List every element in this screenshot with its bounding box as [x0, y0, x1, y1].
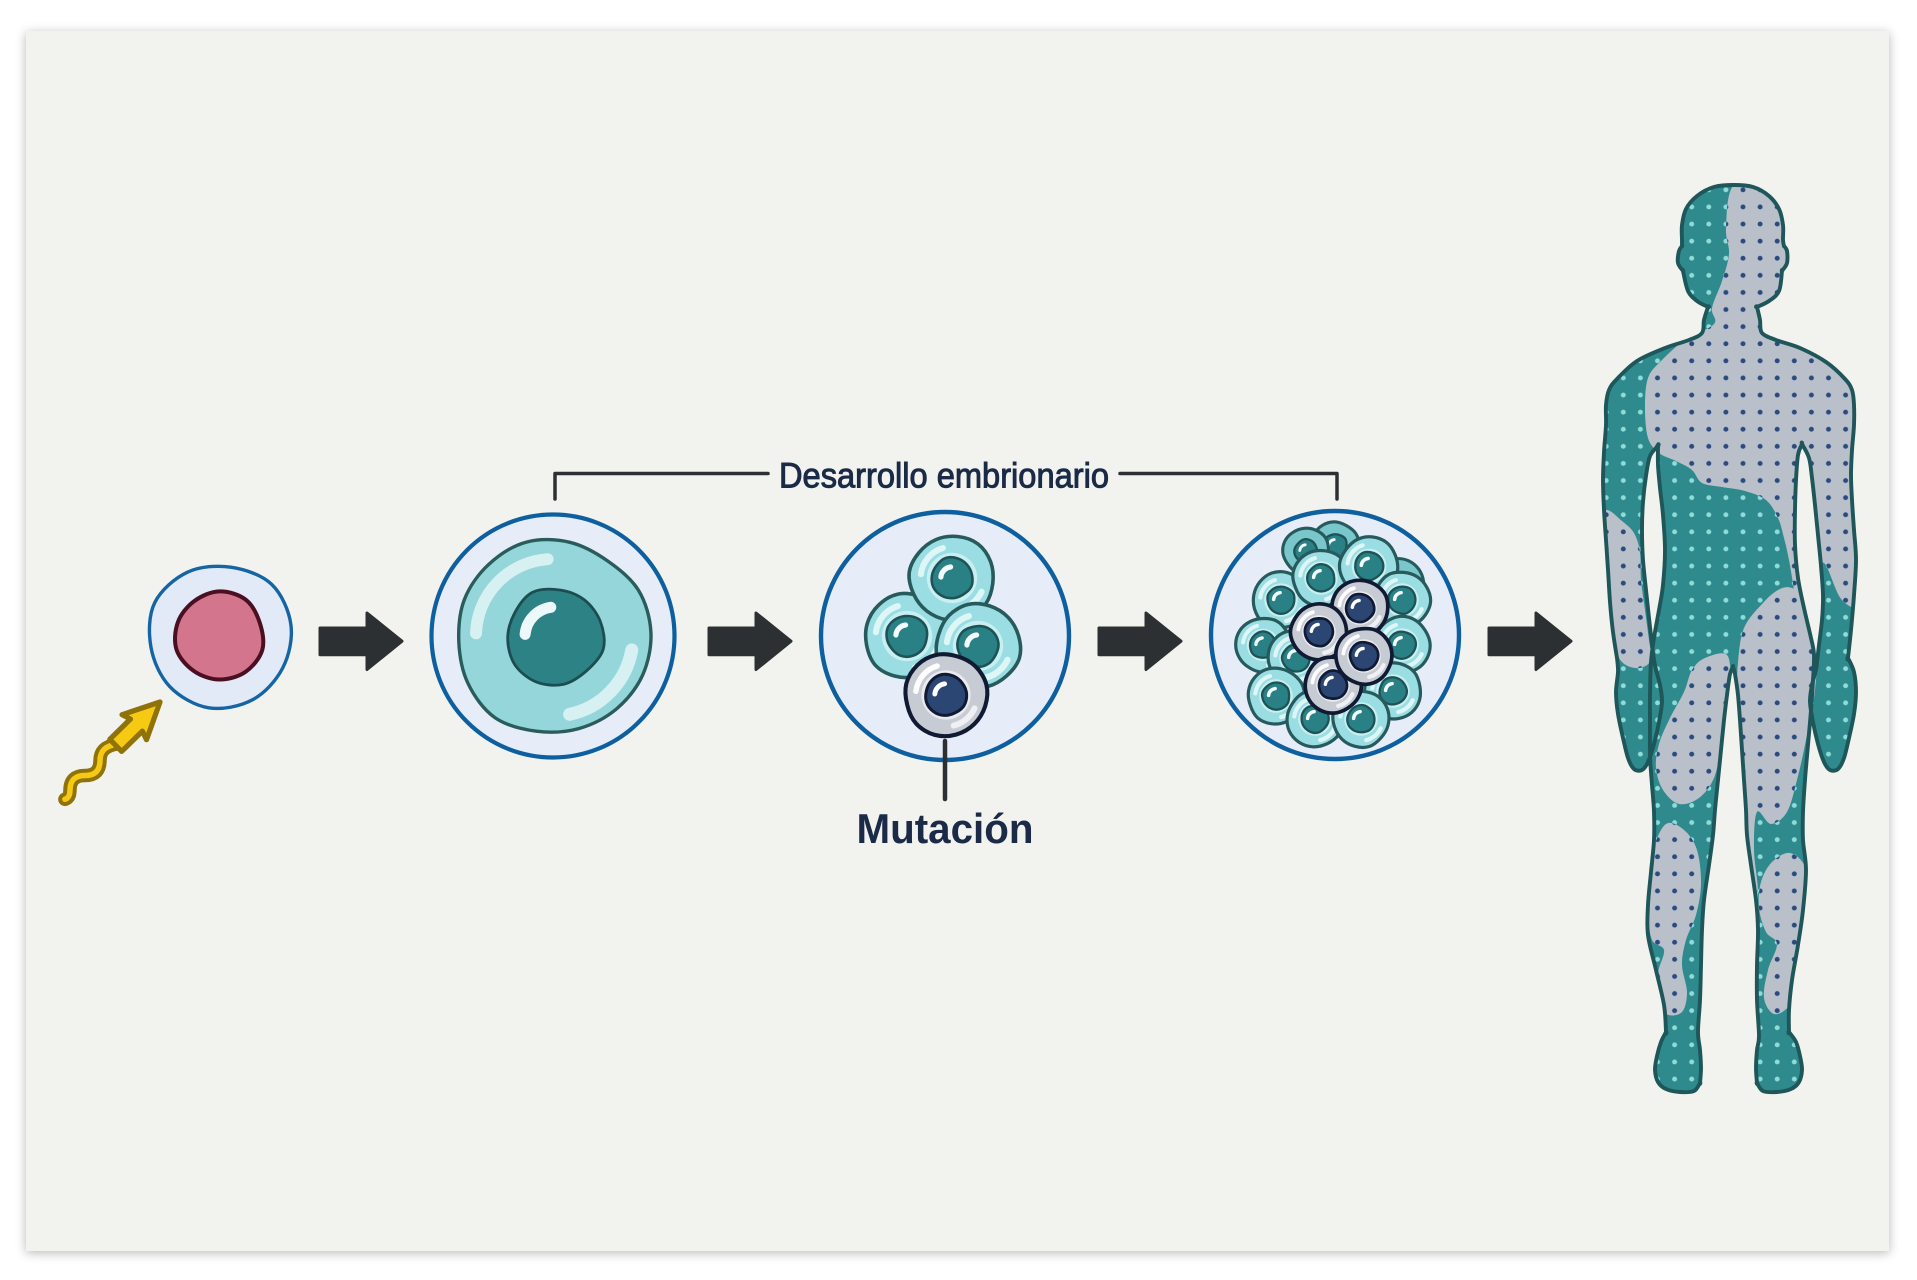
svg-text:Mutación: Mutación: [857, 805, 1034, 852]
svg-text:Desarrollo embrionario: Desarrollo embrionario: [779, 457, 1109, 496]
